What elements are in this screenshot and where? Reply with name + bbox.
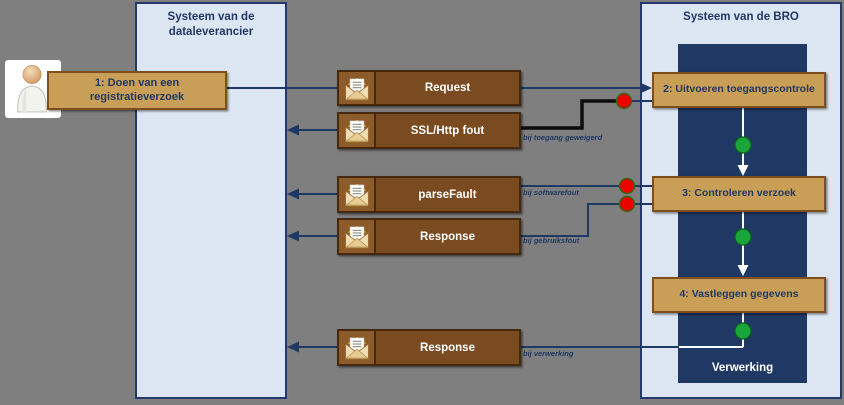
activity-step2: 2: Uitvoeren toegangscontrole: [652, 72, 826, 108]
success-dot-2-icon: [734, 228, 752, 246]
message-ssl-http-fout-label: SSL/Http fout: [410, 124, 485, 137]
note-verwerking: bij verwerking: [523, 349, 574, 358]
success-dot-1-icon: [734, 136, 752, 154]
envelope-icon: [339, 72, 376, 104]
panel-dataleverancier: Systeem van de dataleverancier: [135, 2, 287, 399]
envelope-icon: [339, 220, 376, 253]
activity-step3: 3: Controleren verzoek: [652, 176, 826, 212]
failure-dot-toegang-icon: [615, 92, 633, 110]
message-parsefault-label: parseFault: [418, 188, 477, 201]
flow-arrowhead-step4-icon: [737, 265, 749, 276]
message-response-fout-label: Response: [420, 230, 475, 243]
person-icon: [9, 61, 57, 118]
failure-dot-gebruik-icon: [618, 195, 636, 213]
note-toegang-geweigerd: bij toegang geweigerd: [523, 133, 603, 142]
panel-dataleverancier-title: Systeem van de dataleverancier: [167, 11, 255, 38]
failure-dot-software-icon: [618, 177, 636, 195]
request-arrowhead-icon: [640, 82, 652, 94]
envelope-icon: [339, 178, 376, 211]
message-response-verwerking-label: Response: [420, 341, 475, 354]
note-softwarefout: bij softwarefout: [523, 188, 579, 197]
response-final-arrowhead-icon: [287, 341, 299, 353]
flow-arrowhead-step3-icon: [737, 165, 749, 176]
activity-step1: 1: Doen van een registratieverzoek: [47, 71, 227, 110]
success-dot-3-icon: [734, 322, 752, 340]
verwerking-exit-line: [679, 313, 744, 348]
message-ssl-http-fout: SSL/Http fout: [337, 112, 521, 149]
activity-step4: 4: Vastleggen gegevens: [652, 277, 826, 313]
parsefault-arrowhead-icon: [287, 188, 299, 200]
message-response-verwerking: Response: [337, 329, 521, 366]
message-request: Request: [337, 70, 521, 106]
envelope-icon: [339, 331, 376, 364]
message-parsefault: parseFault: [337, 176, 521, 213]
response-fout-arrowhead-icon: [287, 230, 299, 242]
note-gebruiksfout: bij gebruiksfout: [523, 236, 580, 245]
verwerking-label: Verwerking: [711, 362, 774, 374]
ssl-fout-arrowhead-icon: [287, 124, 299, 136]
envelope-icon: [339, 114, 376, 147]
message-response-fout: Response: [337, 218, 521, 255]
ssl-fout-reject-path: [521, 99, 616, 130]
panel-bro-title: Systeem van de BRO: [683, 11, 799, 23]
message-request-label: Request: [424, 82, 471, 94]
